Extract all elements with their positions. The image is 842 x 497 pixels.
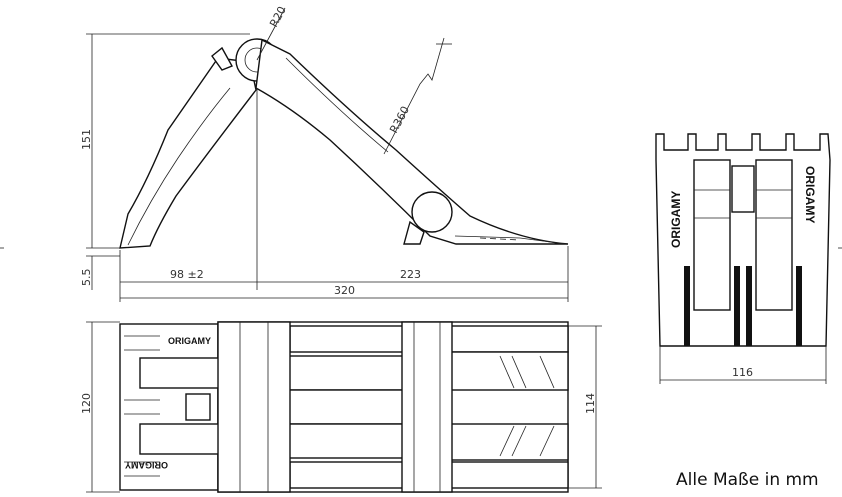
dim-length-rear: 223 [400,268,421,281]
side-view-rear-arm [255,38,569,245]
side-view-front-arm [119,57,257,249]
brand-end-view-left: ORIGAMY [669,191,683,248]
dim-radius-large: R360 [387,104,412,135]
dim-height-total: 151 [80,129,93,150]
brand-top-view-lower: ORIGAMY [125,460,168,470]
dim-length-total: 320 [334,284,355,297]
dim-width-outer: 120 [80,393,93,414]
units-note: Alle Maße in mm [676,470,819,490]
side-view: R20 R360 151 5.5 98 ±2 223 320 [80,4,569,302]
end-view: ORIGAMY ORIGAMY 116 [655,133,831,384]
dim-width-end-view: 116 [732,366,753,379]
dim-width-inner: 114 [584,393,597,414]
dim-radius-small: R20 [267,4,289,29]
side-view-pivot-bottom [411,191,453,233]
dim-length-front: 98 ±2 [170,268,204,281]
brand-end-view-right: ORIGAMY [803,166,817,223]
dim-height-base: 5.5 [80,269,93,287]
brand-top-view-upper: ORIGAMY [168,336,211,346]
top-view: ORIGAMY ORIGAMY 120 114 [80,321,602,493]
